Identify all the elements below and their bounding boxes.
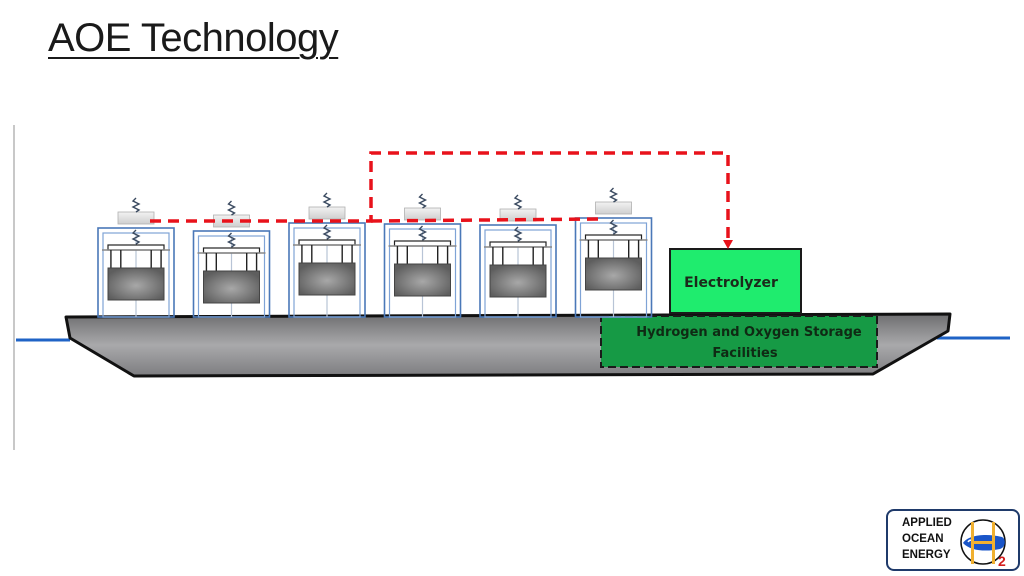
wave-energy-units xyxy=(97,187,653,318)
wave-energy-unit xyxy=(574,187,653,318)
spring-icon xyxy=(513,194,523,210)
logo-subscript: 2 xyxy=(998,553,1006,569)
company-logo: APPLIED OCEAN ENERGY 2 xyxy=(886,509,1020,571)
spring-icon xyxy=(513,226,523,242)
unit-cap xyxy=(404,207,441,221)
spring-icon xyxy=(322,192,332,208)
buoy xyxy=(203,270,260,304)
arrow-head-icon xyxy=(723,240,733,249)
buoy xyxy=(394,263,451,297)
spring-icon xyxy=(608,219,619,235)
wave-energy-unit xyxy=(383,193,462,318)
logo-text-energy: ENERGY xyxy=(902,549,951,561)
spring-icon xyxy=(131,197,141,213)
unit-cap xyxy=(117,211,155,225)
spring-icon xyxy=(322,224,332,240)
wave-energy-unit xyxy=(479,194,557,318)
unit-cap xyxy=(308,206,346,220)
spring-icon xyxy=(417,193,428,209)
buoy xyxy=(107,267,165,301)
spring-icon xyxy=(608,187,619,203)
buoy xyxy=(489,264,547,298)
slide-title: AOE Technology xyxy=(48,16,339,60)
wave-energy-unit xyxy=(97,197,175,318)
storage-label-line1: Hydrogen and Oxygen Storage xyxy=(636,325,862,340)
spring-icon xyxy=(131,229,141,245)
power-cable-line-lower xyxy=(370,217,601,223)
buoy xyxy=(298,262,356,296)
h2-wave-icon: 2 xyxy=(960,519,1006,569)
logo-text-ocean: OCEAN xyxy=(902,533,944,545)
wave-energy-unit xyxy=(288,192,366,318)
logo-text-applied: APPLIED xyxy=(902,517,952,529)
electrolyzer: Electrolyzer xyxy=(669,248,802,314)
electrolyzer-label: Electrolyzer xyxy=(684,275,778,291)
storage-label-line2: Facilities xyxy=(712,346,777,361)
unit-cap xyxy=(595,201,632,215)
storage-facility: Hydrogen and Oxygen Storage Facilities xyxy=(600,315,878,368)
spring-icon xyxy=(417,225,428,241)
spring-icon xyxy=(226,200,237,216)
spring-icon xyxy=(226,232,237,248)
buoy xyxy=(585,257,642,291)
wave-energy-unit xyxy=(192,200,271,318)
power-cable-line xyxy=(150,151,730,242)
